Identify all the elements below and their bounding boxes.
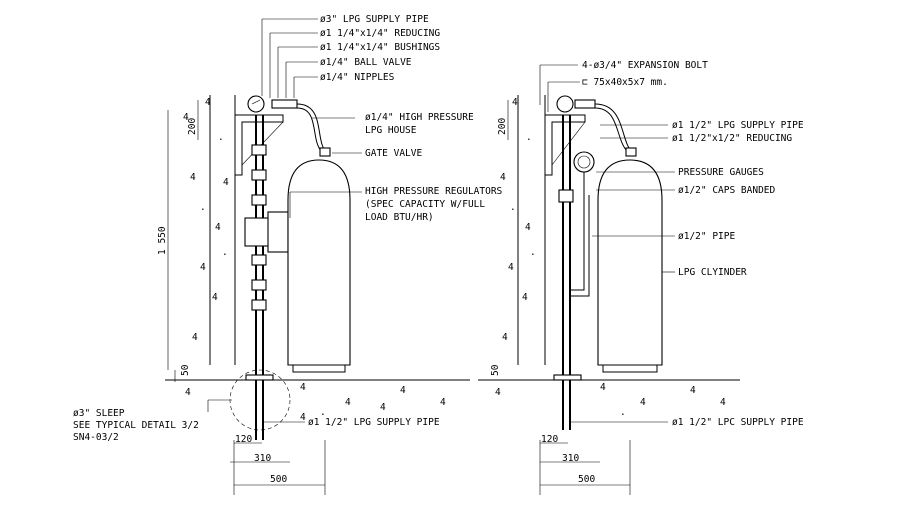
ball-valve bbox=[271, 99, 298, 109]
valve-icon bbox=[625, 147, 637, 157]
svg-text:4: 4 bbox=[212, 292, 218, 303]
dim-base: 50 bbox=[490, 364, 501, 376]
label-sleep-1: ø3" SLEEP bbox=[73, 408, 125, 419]
svg-text:4: 4 bbox=[500, 172, 506, 183]
svg-text:4: 4 bbox=[380, 402, 386, 413]
dim-310: 310 bbox=[562, 453, 579, 464]
dim-500: 500 bbox=[578, 474, 595, 485]
svg-text:.: . bbox=[222, 247, 228, 258]
half-inch-pipe bbox=[570, 195, 585, 291]
leader-lines bbox=[207, 18, 362, 423]
label-expansion-bolt: 4-ø3/4" EXPANSION BOLT bbox=[582, 60, 708, 71]
svg-text:4: 4 bbox=[183, 112, 189, 123]
svg-text:4: 4 bbox=[345, 397, 351, 408]
svg-text:4: 4 bbox=[215, 222, 221, 233]
svg-text:4: 4 bbox=[512, 97, 518, 108]
label-supply-top: ø1 1/2" LPG SUPPLY PIPE bbox=[672, 120, 804, 131]
dim-base: 50 bbox=[180, 364, 191, 376]
label-caps: ø1/2" CAPS BANDED bbox=[678, 185, 776, 196]
label-ball-valve: ø1/4" BALL VALVE bbox=[320, 57, 412, 68]
dim-500: 500 bbox=[270, 474, 287, 485]
label-supply-bottom: ø1 1/2" LPG SUPPLY PIPE bbox=[308, 417, 440, 428]
leader-lines bbox=[539, 64, 675, 423]
reducing-fitting bbox=[574, 99, 596, 109]
svg-text:.: . bbox=[530, 247, 536, 258]
label-sleep-3: SN4-03/2 bbox=[73, 432, 119, 443]
hp-hose bbox=[296, 103, 327, 153]
right-detail: 4 4 4 4 4 4 ... 4 4 4 4 4. bbox=[478, 60, 804, 495]
base-flange bbox=[553, 374, 582, 381]
label-reducing: ø1 1/4"x1/4" REDUCING bbox=[320, 28, 440, 39]
svg-text:.: . bbox=[510, 202, 516, 213]
top-gauge-icon bbox=[247, 95, 265, 113]
svg-text:4: 4 bbox=[502, 332, 508, 343]
lpg-cylinder bbox=[287, 159, 351, 366]
label-gauges: PRESSURE GAUGES bbox=[678, 167, 764, 178]
gate-valve-icon bbox=[319, 147, 331, 157]
label-bushings: ø1 1/4"x1/4" BUSHINGS bbox=[320, 42, 440, 53]
label-regulator-3: LOAD BTU/HR) bbox=[365, 212, 434, 223]
supply-hose bbox=[594, 103, 633, 153]
svg-text:4: 4 bbox=[440, 397, 446, 408]
left-detail: 4 4 4 4 4 4 ... 4 4 4 4 4 4 4. 4 4 bbox=[73, 14, 503, 495]
svg-text:.: . bbox=[320, 407, 326, 418]
svg-text:4: 4 bbox=[200, 262, 206, 273]
svg-text:.: . bbox=[200, 202, 206, 213]
label-angle: ⊏ 75x40x5x7 mm. bbox=[582, 77, 668, 88]
label-gate-valve: GATE VALVE bbox=[365, 148, 422, 159]
svg-text:4: 4 bbox=[185, 387, 191, 398]
svg-text:4: 4 bbox=[522, 292, 528, 303]
svg-text:4: 4 bbox=[190, 172, 196, 183]
svg-text:4: 4 bbox=[400, 385, 406, 396]
label-hp-hose-2: LPG HOUSE bbox=[365, 125, 417, 136]
svg-text:.: . bbox=[620, 407, 626, 418]
wall-bracket bbox=[544, 114, 586, 176]
svg-text:4: 4 bbox=[720, 397, 726, 408]
svg-text:4: 4 bbox=[223, 177, 229, 188]
svg-text:4: 4 bbox=[495, 387, 501, 398]
svg-text:.: . bbox=[526, 132, 532, 143]
label-cylinder: LPG CLYINDER bbox=[678, 267, 747, 278]
svg-text:4: 4 bbox=[192, 332, 198, 343]
svg-text:4: 4 bbox=[600, 382, 606, 393]
wall-hatch: 4 4 4 4 4 4 ... 4 4 bbox=[183, 97, 229, 343]
floor-hatch: 4 4 4 4 4. bbox=[495, 382, 726, 418]
svg-text:4: 4 bbox=[690, 385, 696, 396]
label-regulator-2: (SPEC CAPACITY W/FULL bbox=[365, 199, 485, 210]
bracket-strut bbox=[551, 121, 586, 166]
dim-120: 120 bbox=[541, 434, 558, 445]
svg-text:4: 4 bbox=[640, 397, 646, 408]
label-hp-hose-1: ø1/4" HIGH PRESSURE bbox=[365, 112, 474, 123]
label-sleep-2: SEE TYPICAL DETAIL 3/2 bbox=[73, 420, 199, 431]
svg-text:4: 4 bbox=[205, 97, 211, 108]
wall-hatch: 4 4 4 4 4 4 ... bbox=[500, 97, 536, 343]
wall-bracket bbox=[234, 114, 284, 176]
label-supply-bottom: ø1 1/2" LPC SUPPLY PIPE bbox=[672, 417, 804, 428]
dim-bracket: 200 bbox=[497, 118, 508, 135]
base-flange bbox=[245, 374, 274, 381]
svg-text:4: 4 bbox=[300, 382, 306, 393]
pipe-fittings bbox=[251, 144, 267, 311]
label-supply-top: ø3" LPG SUPPLY PIPE bbox=[320, 14, 429, 25]
floor-hatch: 4 4 4 4 4. 4 4 bbox=[185, 382, 446, 423]
svg-text:4: 4 bbox=[525, 222, 531, 233]
label-nipples: ø1/4" NIPPLES bbox=[320, 72, 395, 83]
dim-120: 120 bbox=[235, 434, 252, 445]
dim-310: 310 bbox=[254, 453, 271, 464]
cylinder-foot bbox=[602, 365, 658, 373]
pipe-fitting bbox=[558, 189, 574, 203]
label-reducing: ø1 1/2"x1/2" REDUCING bbox=[672, 133, 792, 144]
pressure-gauge-icon bbox=[573, 151, 595, 173]
dim-height: 1 550 bbox=[157, 226, 168, 255]
dim-bracket: 200 bbox=[187, 118, 198, 135]
svg-text:.: . bbox=[218, 132, 224, 143]
cylinder-foot bbox=[292, 365, 346, 373]
svg-text:4: 4 bbox=[300, 412, 306, 423]
top-gauge-icon bbox=[556, 95, 574, 113]
lpg-cylinder bbox=[597, 159, 663, 366]
label-regulator-1: HIGH PRESSURE REGULATORS bbox=[365, 186, 503, 197]
label-pipe: ø1/2" PIPE bbox=[678, 231, 735, 242]
svg-text:4: 4 bbox=[508, 262, 514, 273]
